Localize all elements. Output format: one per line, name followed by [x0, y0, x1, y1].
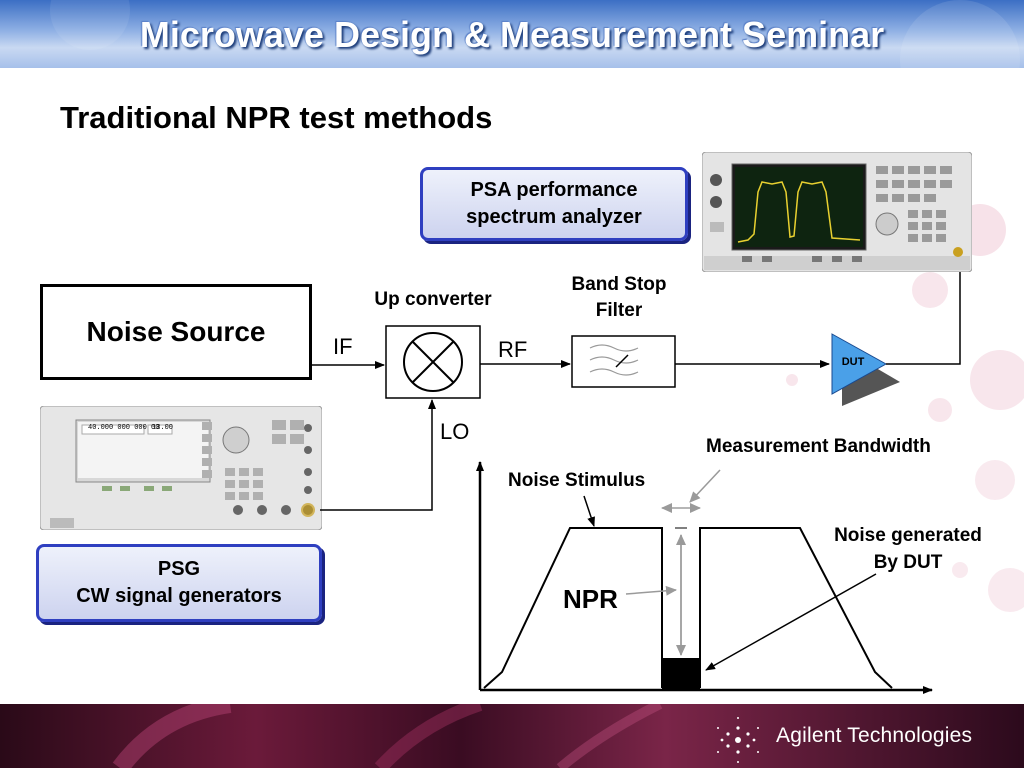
noise-generated-pointer: [705, 573, 877, 671]
noise-stimulus-pointer: [583, 495, 595, 527]
signal-chain-diagram: [312, 272, 961, 694]
npr-label: NPR: [563, 584, 618, 614]
dut-to-psa-connection: [886, 272, 961, 365]
dut-noise-notch: [662, 658, 700, 690]
psg-freq-readout: 40.000 000 000 00: [88, 424, 160, 432]
noise-stimulus-label: Noise Stimulus: [508, 470, 646, 491]
psg-instrument-image: [40, 406, 322, 530]
band-stop-filter-label: Band Stop Filter: [571, 274, 667, 321]
dut-amplifier-icon: [831, 333, 888, 395]
filter-icon: [589, 344, 639, 376]
banner-decoration: [50, 0, 1020, 68]
psg-label-box: PSG CW signal generators: [36, 544, 322, 622]
psg-amp-readout: 13.00: [152, 424, 174, 432]
noise-source-label: Noise Source: [86, 316, 266, 347]
rf-label: RF: [498, 337, 528, 362]
psa-label-box: PSA performance spectrum analyzer: [420, 167, 688, 241]
band-stop-filter-block: [571, 335, 676, 388]
if-label: IF: [333, 334, 353, 359]
measurement-bandwidth-pointer: [689, 469, 721, 503]
npr-spectrum-plot: [476, 461, 933, 694]
psa-instrument-image: [702, 152, 972, 272]
lo-label: LO: [440, 419, 470, 444]
noise-generated-label: Noise generated By DUT: [834, 525, 982, 573]
seminar-title: Microwave Design & Measurement Seminar: [139, 14, 885, 55]
agilent-spark-icon: [717, 717, 759, 763]
footer-decoration: [112, 704, 759, 768]
npr-pointer: [625, 585, 677, 596]
dut-label: DUT: [841, 356, 865, 368]
company-name: Agilent Technologies: [776, 724, 973, 747]
lo-connection: [320, 399, 436, 511]
header-banner: [0, 0, 1024, 68]
slide-title: Traditional NPR test methods: [60, 100, 493, 135]
up-converter-label: Up converter: [374, 289, 492, 310]
footer-banner: [0, 704, 1024, 768]
noise-source-block: Noise Source: [40, 284, 312, 380]
noise-stimulus-left-trace: [483, 527, 663, 689]
noise-stimulus-right-trace: [699, 527, 893, 689]
measurement-bandwidth-label: Measurement Bandwidth: [706, 436, 931, 457]
